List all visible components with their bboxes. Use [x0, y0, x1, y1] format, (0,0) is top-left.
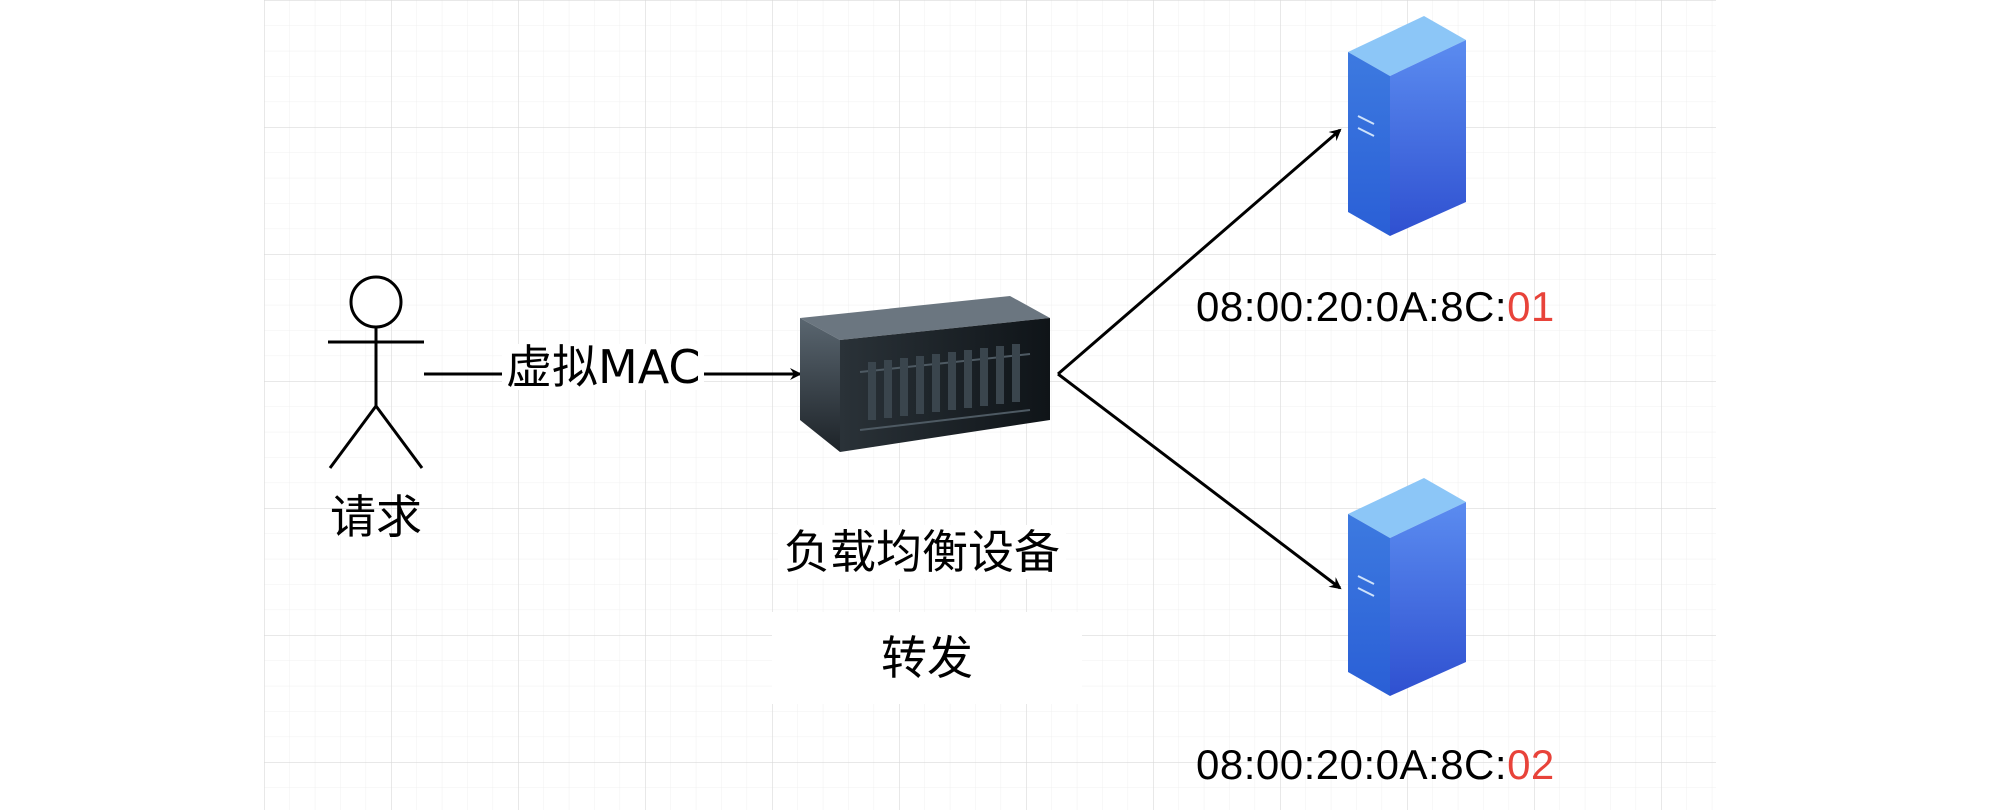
virtual-mac-label: 虚拟MAC: [502, 344, 705, 390]
load-balancer-rack-server-icon: [800, 296, 1050, 452]
server-1-mac-prefix: 08:00:20:0A:8C:: [1196, 283, 1508, 330]
forward-arrow-bottom: [1057, 372, 1342, 590]
user-stick-figure-icon: [328, 275, 424, 469]
server-1-tower-server-icon: [1348, 16, 1466, 236]
request-label: 请求: [330, 490, 422, 544]
server-1-mac-suffix: 01: [1507, 283, 1555, 330]
server-2-mac-address: 08:00:20:0A:8C:02: [1196, 744, 1555, 786]
forward-arrow-top: [1057, 128, 1342, 376]
load-balancer-label: 负载均衡设备: [778, 525, 1066, 579]
server-2-mac-suffix: 02: [1507, 741, 1555, 788]
server-2-mac-prefix: 08:00:20:0A:8C:: [1196, 741, 1508, 788]
server-2-tower-server-icon: [1348, 478, 1466, 696]
server-1-mac-address: 08:00:20:0A:8C:01: [1196, 286, 1555, 328]
forward-label: 转发: [772, 612, 1082, 704]
